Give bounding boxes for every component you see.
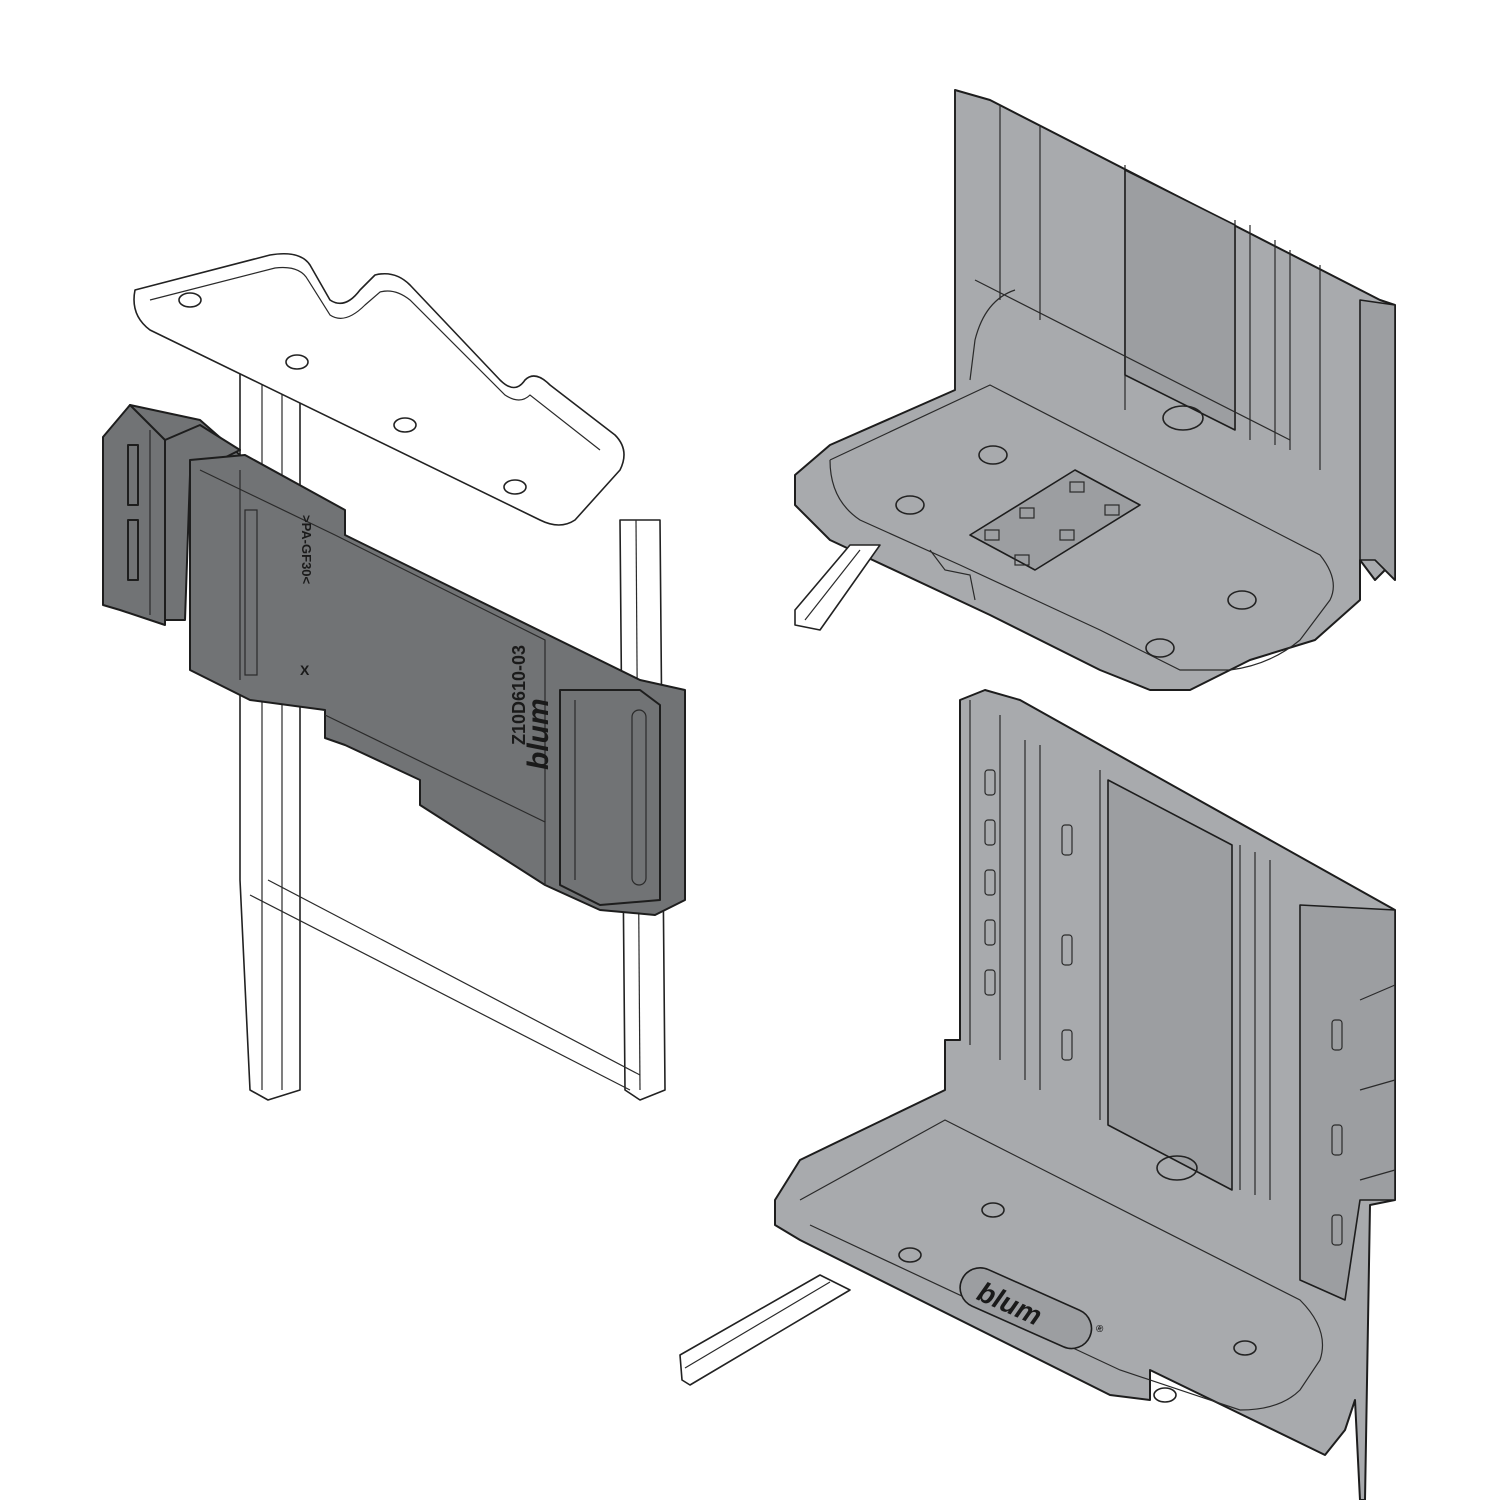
bottom-corner-bracket: blum ® (774, 689, 1396, 1500)
position-mark: X (300, 662, 310, 678)
slot-icons (984, 769, 1073, 1061)
material-mark: >PA-GF30< (299, 515, 314, 585)
bottom-panel-edge (679, 1274, 851, 1386)
part-number: Z10D610-03 (509, 645, 529, 745)
top-panel-edge (794, 544, 881, 631)
screw-hole-icons (895, 445, 1257, 658)
front-fixing-clip: >PA-GF30< X Z10D610-03 blum (102, 404, 686, 916)
blum-logo-clip: blum (522, 698, 555, 770)
registered-mark: ® (1094, 1323, 1106, 1336)
mounting-plate (133, 252, 625, 526)
top-corner-bracket (794, 89, 1396, 691)
